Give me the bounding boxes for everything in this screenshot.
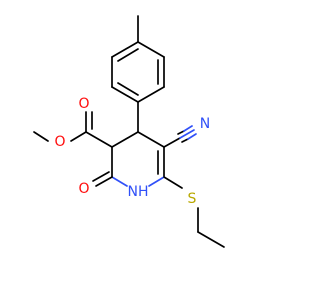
ring-carbonyl-bond-2 [92, 171, 110, 182]
bond [111, 41, 139, 58]
molecule-structure: O O O NH N S [33, 15, 225, 248]
nitrile-triple-3 [181, 138, 189, 143]
ester-methoxy-oxygen: O [54, 134, 65, 150]
pyridinone-ring [111, 131, 165, 187]
nitrile-bond [163, 137, 181, 148]
ring-carbonyl-oxygen: O [78, 181, 89, 197]
thioether-sulfur: S [188, 191, 197, 207]
bond [111, 86, 139, 103]
c3-ester-bond [85, 131, 113, 148]
bond [111, 131, 139, 148]
ester-o-bond [70, 131, 87, 142]
methoxy-bond [33, 131, 49, 142]
nitrile-triple-1 [179, 129, 195, 139]
bond [148, 176, 165, 187]
ring-nh-nitrogen: NH [128, 184, 149, 200]
ester-carbonyl-oxygen: O [78, 96, 89, 112]
ring-carbonyl-bond [95, 176, 113, 187]
bond-double-inner [117, 48, 139, 62]
bond [137, 86, 165, 103]
bond [111, 176, 128, 187]
ethyl-bond [197, 231, 225, 248]
nitrile-triple-3b [187, 133, 197, 140]
bond-double-inner [117, 82, 139, 96]
c6-s-bond [163, 176, 183, 189]
bond [137, 41, 165, 58]
nitrile-triple-2 [177, 130, 185, 135]
tolyl-ring [111, 41, 165, 103]
nitrile-nitrogen: N [200, 116, 210, 132]
nitrile-triple-2b [183, 125, 193, 132]
bond [137, 131, 165, 148]
